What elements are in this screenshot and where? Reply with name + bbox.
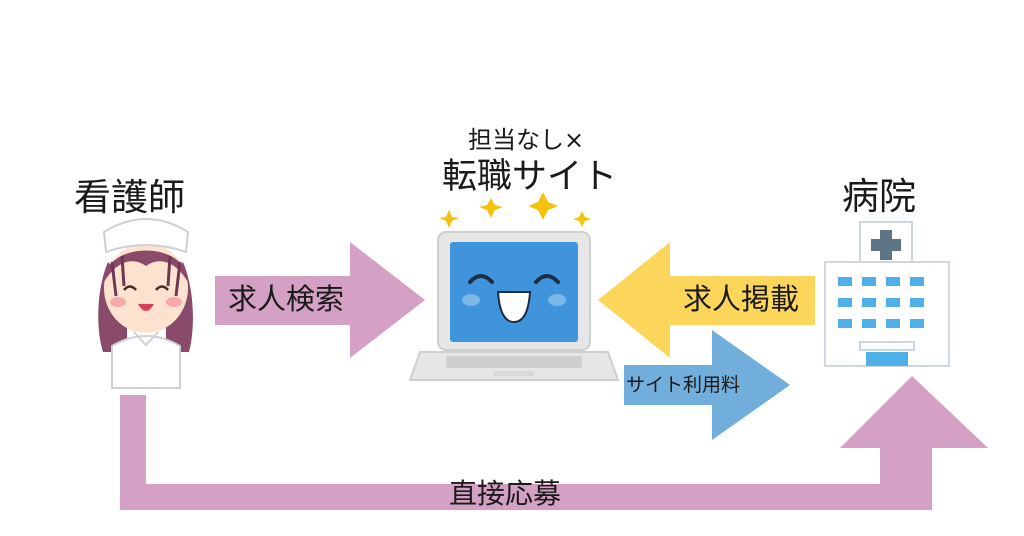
star-icon: [528, 192, 558, 220]
job-search-arrow-shape: [215, 242, 425, 358]
nurse-face: [104, 243, 188, 333]
star-icon: [573, 211, 591, 227]
job-posting-arrow: [598, 242, 815, 358]
site-fee-label: サイト利用料: [626, 374, 741, 396]
job-search-arrow: [215, 242, 425, 358]
site-subtitle-label: 担当なし×: [468, 126, 585, 154]
job-posting-label: 求人掲載: [683, 282, 800, 316]
direct-apply-label: 直接応募: [449, 477, 562, 510]
job-search-label: 求人検索: [228, 282, 345, 316]
hospital-illustration: [824, 221, 950, 367]
nurse-cap: [102, 218, 190, 254]
star-icon: [439, 210, 459, 228]
nurse-illustration: [98, 218, 193, 389]
sparkle-stars: [439, 192, 591, 228]
job-posting-arrow-shape: [598, 242, 815, 358]
site-fee-arrow-shape: [624, 330, 790, 440]
star-icon: [479, 198, 503, 218]
site-title-label: 転職サイト: [442, 157, 618, 197]
direct-apply-arrow-shape: [120, 376, 988, 510]
nurse-label: 看護師: [74, 176, 185, 219]
hospital-label: 病院: [842, 175, 916, 218]
nurse-uniform: [111, 335, 181, 389]
site-fee-arrow: [624, 330, 790, 440]
laptop-illustration: [408, 231, 620, 381]
direct-apply-arrow: [120, 376, 988, 510]
